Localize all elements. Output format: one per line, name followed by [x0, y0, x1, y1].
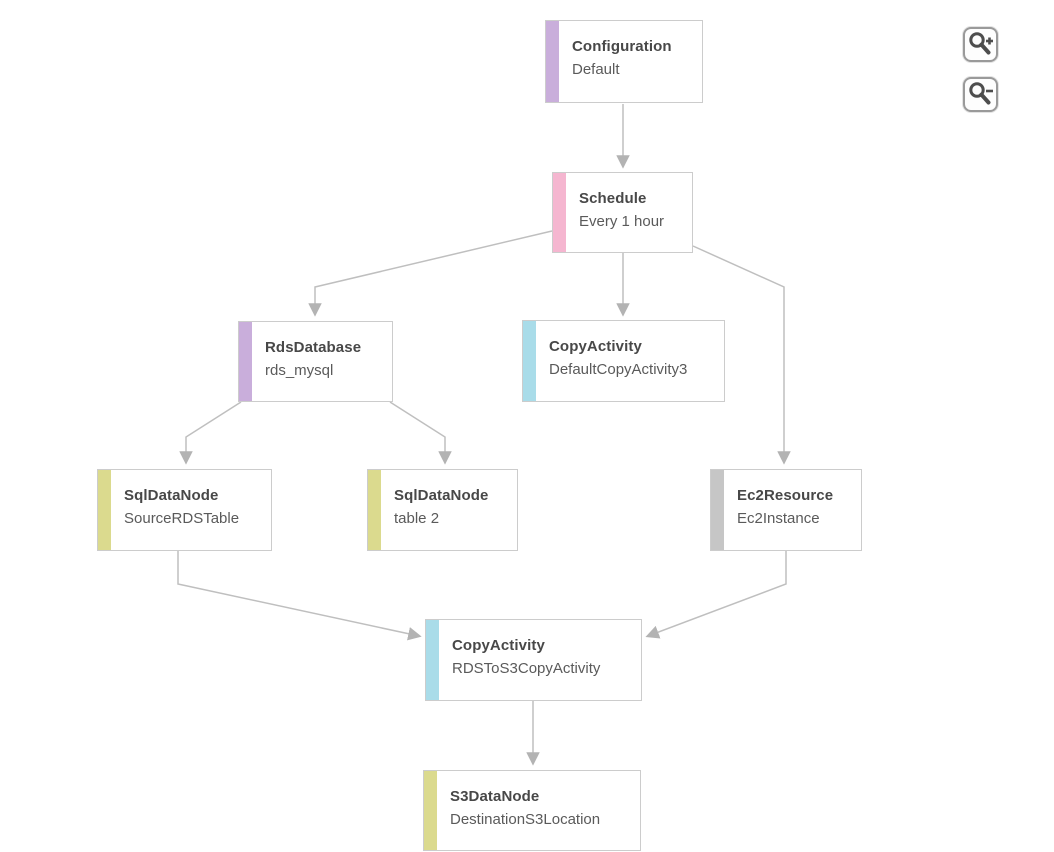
node-sqldatanode-source[interactable]: SqlDataNode SourceRDSTable: [97, 469, 272, 551]
node-text: Configuration Default: [572, 21, 702, 78]
node-copyactivity-rdstos3[interactable]: CopyActivity RDSToS3CopyActivity: [425, 619, 642, 701]
node-text: RdsDatabase rds_mysql: [265, 322, 392, 379]
node-ec2resource[interactable]: Ec2Resource Ec2Instance: [710, 469, 862, 551]
node-configuration[interactable]: Configuration Default: [545, 20, 703, 103]
edge-rdsdatabase-to-table2: [389, 401, 452, 465]
node-name-label: DestinationS3Location: [450, 811, 601, 828]
node-type-label: CopyActivity: [549, 338, 642, 355]
zoom-out-button[interactable]: [963, 77, 998, 112]
node-name-label: SourceRDSTable: [124, 510, 240, 527]
zoom-in-icon: [969, 32, 993, 55]
node-color-bar: [239, 322, 252, 401]
node-type-label: S3DataNode: [450, 788, 540, 805]
node-color-bar: [523, 321, 536, 401]
node-name-label: DefaultCopyActivity3: [549, 361, 688, 378]
node-name-label: rds_mysql: [265, 362, 334, 379]
node-type-label: SqlDataNode: [124, 487, 219, 504]
node-type-label: Ec2Resource: [737, 487, 834, 504]
node-copyactivity-default[interactable]: CopyActivity DefaultCopyActivity3: [522, 320, 725, 402]
node-name-label: Every 1 hour: [579, 213, 665, 230]
node-text: CopyActivity DefaultCopyActivity3: [549, 321, 724, 378]
edge-schedule-to-rdsdatabase: [308, 230, 553, 317]
node-text: Schedule Every 1 hour: [579, 173, 692, 230]
edge-rdsdatabase-to-sourcetable: [179, 401, 242, 465]
node-color-bar: [98, 470, 111, 550]
node-name-label: Default: [572, 61, 620, 78]
zoom-out-icon: [969, 82, 993, 105]
node-type-label: SqlDataNode: [394, 487, 489, 504]
node-type-label: Configuration: [572, 38, 672, 55]
node-color-bar: [553, 173, 566, 252]
node-rdsdatabase[interactable]: RdsDatabase rds_mysql: [238, 321, 393, 402]
node-sqldatanode-table2[interactable]: SqlDataNode table 2: [367, 469, 518, 551]
node-color-bar: [546, 21, 559, 102]
node-text: SqlDataNode table 2: [394, 470, 517, 527]
node-color-bar: [426, 620, 439, 700]
node-text: CopyActivity RDSToS3CopyActivity: [452, 620, 641, 677]
node-type-label: CopyActivity: [452, 637, 545, 654]
node-type-label: RdsDatabase: [265, 339, 362, 356]
node-schedule[interactable]: Schedule Every 1 hour: [552, 172, 693, 253]
node-text: Ec2Resource Ec2Instance: [737, 470, 861, 527]
node-color-bar: [711, 470, 724, 550]
node-name-label: RDSToS3CopyActivity: [452, 660, 601, 677]
zoom-in-button[interactable]: [963, 27, 998, 62]
node-text: S3DataNode DestinationS3Location: [450, 771, 640, 828]
edge-sourcetable-to-copyactivity: [177, 551, 422, 641]
node-color-bar: [424, 771, 437, 850]
node-name-label: table 2: [394, 510, 440, 527]
edge-ec2resource-to-copyactivity: [645, 551, 787, 639]
node-type-label: Schedule: [579, 190, 647, 207]
node-s3datanode[interactable]: S3DataNode DestinationS3Location: [423, 770, 641, 851]
node-text: SqlDataNode SourceRDSTable: [124, 470, 271, 527]
node-name-label: Ec2Instance: [737, 510, 820, 527]
node-color-bar: [368, 470, 381, 550]
